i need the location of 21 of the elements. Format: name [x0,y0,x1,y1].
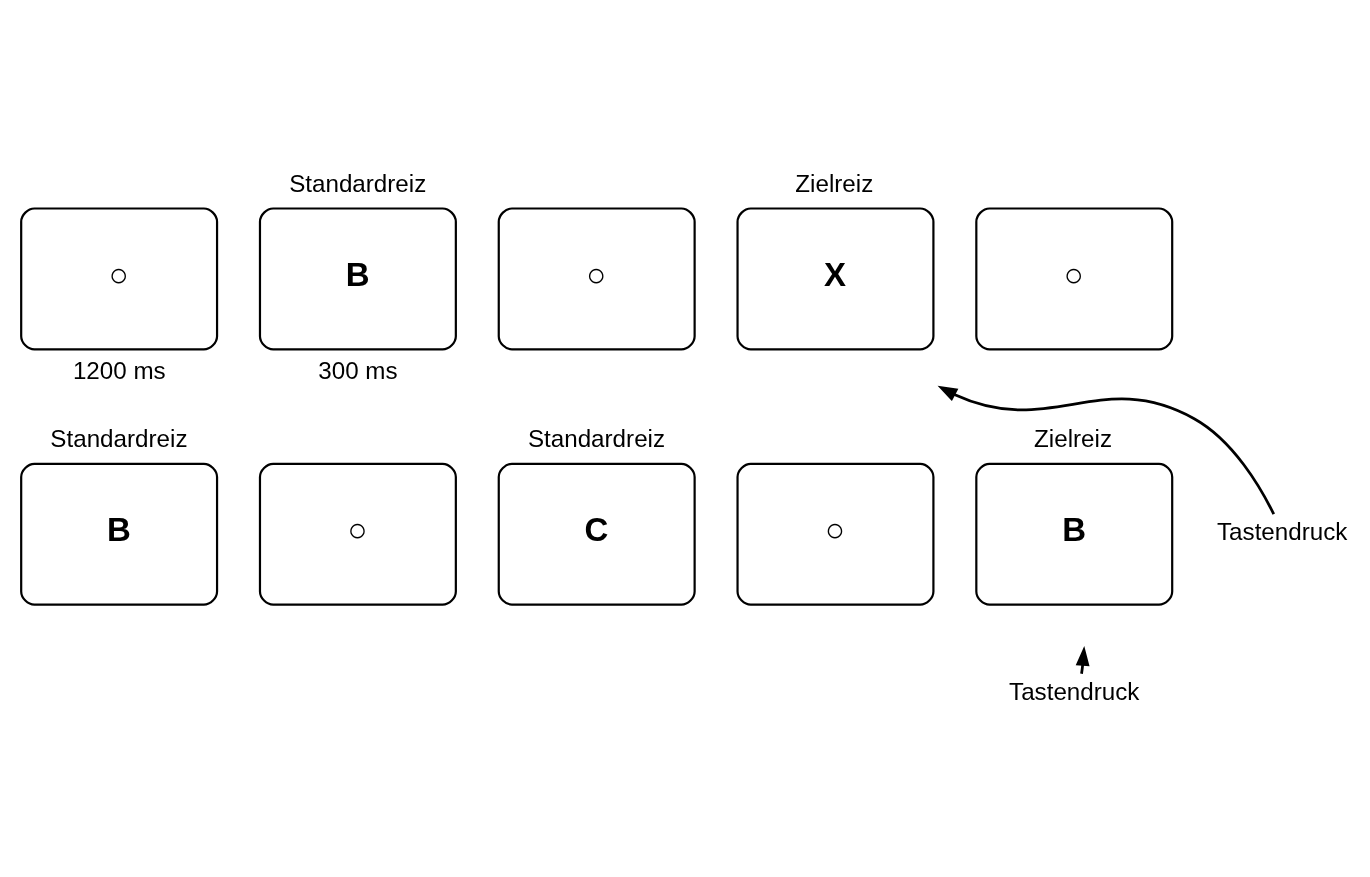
node-label: Zielreiz [795,169,874,197]
node-box: B [258,207,457,351]
node-label: Standardreiz [527,424,666,452]
node-box: ○ [258,462,457,606]
arrow [937,385,1275,515]
arrow [1075,645,1090,674]
node-box: ○ [20,207,219,351]
node-box: ○ [975,207,1174,351]
node-box: C [497,462,696,606]
node-box: B [20,462,219,606]
node-box: B [975,462,1174,606]
node-box: X [736,207,935,351]
node-box: ○ [736,462,935,606]
node-text: Tastendruck [1217,518,1348,546]
node-label: Standardreiz [289,169,427,197]
node-text: Tastendruck [1009,677,1140,705]
node-label: 1200 ms [72,356,166,384]
node-label: Standardreiz [50,424,188,452]
node-box: ○ [497,207,696,351]
node-label: Zielreiz [1034,424,1113,452]
node-label: 300 ms [318,356,398,384]
